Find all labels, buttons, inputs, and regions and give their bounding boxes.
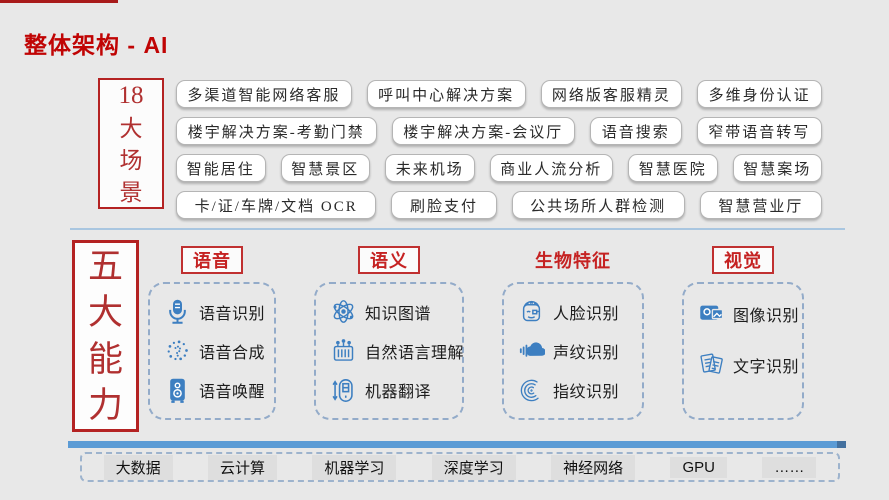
scenario-box: 刷脸支付 bbox=[391, 191, 497, 219]
capability-item-label: 人脸识别 bbox=[553, 305, 620, 323]
scenarios-label-char: 景 bbox=[119, 180, 143, 205]
scenario-box: 卡/证/车牌/文档 OCR bbox=[176, 191, 377, 219]
scenarios-label-char: 场 bbox=[119, 148, 143, 173]
scenario-row: 卡/证/车牌/文档 OCR 刷脸支付公共场所人群检测智慧营业厅 bbox=[176, 191, 823, 219]
capability-header: 视觉 bbox=[712, 246, 774, 274]
translate-icon bbox=[330, 377, 357, 404]
capability-item: 语音唤醒 bbox=[164, 377, 268, 404]
speech-synthesis-icon bbox=[164, 337, 191, 364]
platform-bar bbox=[68, 441, 846, 448]
face-icon bbox=[518, 298, 545, 325]
scenario-box: 未来机场 bbox=[385, 154, 475, 182]
tech-stack-item: 大数据 bbox=[103, 454, 173, 480]
scenario-box: 智慧景区 bbox=[280, 154, 370, 182]
top-red-strip bbox=[0, 0, 118, 3]
capability-group-box: 图像识别文字识别 bbox=[682, 282, 804, 420]
scenario-box: 窄带语音转写 bbox=[696, 117, 823, 145]
scenario-grid: 多渠道智能网络客服呼叫中心解决方案网络版客服精灵多维身份认证楼宇解决方案-考勤门… bbox=[176, 80, 823, 219]
capability-item-label: 文字识别 bbox=[733, 358, 800, 376]
platform-bar-end-cap bbox=[837, 441, 846, 448]
capability-item: 声纹识别 bbox=[518, 337, 636, 364]
capability-item-label: 声纹识别 bbox=[553, 344, 620, 362]
scenario-row: 多渠道智能网络客服呼叫中心解决方案网络版客服精灵多维身份认证 bbox=[176, 80, 822, 108]
voiceprint-icon bbox=[518, 337, 545, 364]
capability-column: 生物特征人脸识别声纹识别指纹识别 bbox=[502, 246, 644, 420]
ocr-document-icon bbox=[698, 351, 725, 378]
capability-header: 语音 bbox=[181, 246, 243, 274]
fingerprint-icon bbox=[518, 377, 545, 404]
capability-group-box: 语音识别语音合成语音唤醒 bbox=[148, 282, 276, 420]
capabilities-label-char: 大 bbox=[87, 293, 123, 333]
capability-group-box: 人脸识别声纹识别指纹识别 bbox=[502, 282, 644, 420]
tech-stack-box: 大数据 云计算 机器学习 深度学习 神经网络 GPU …… bbox=[80, 452, 840, 482]
capabilities-label-box: 五大能力 bbox=[72, 240, 139, 432]
section-divider bbox=[70, 228, 845, 230]
image-recognition-icon bbox=[698, 300, 725, 327]
scenario-box: 智慧医院 bbox=[628, 154, 718, 182]
scenarios-count: 18 bbox=[118, 82, 144, 109]
scenario-row: 智能居住智慧景区未来机场商业人流分析智慧医院智慧案场 bbox=[176, 154, 822, 182]
capability-item: 语音识别 bbox=[164, 298, 268, 325]
capability-item: 机器翻译 bbox=[330, 377, 456, 404]
tech-stack-item: …… bbox=[762, 456, 817, 478]
capability-item-label: 指纹识别 bbox=[553, 384, 620, 402]
capability-item: 指纹识别 bbox=[518, 377, 636, 404]
scenario-box: 多维身份认证 bbox=[697, 80, 822, 108]
page-title: 整体架构 - AI bbox=[24, 32, 169, 58]
scenario-box: 多渠道智能网络客服 bbox=[176, 80, 352, 108]
capability-column: 视觉图像识别文字识别 bbox=[682, 246, 804, 420]
capability-column: 语音语音识别语音合成语音唤醒 bbox=[148, 246, 276, 420]
capability-item: 图像识别 bbox=[698, 300, 800, 327]
scenario-box: 呼叫中心解决方案 bbox=[366, 80, 526, 108]
capability-item-label: 知识图谱 bbox=[365, 305, 432, 323]
atom-icon bbox=[330, 298, 357, 325]
capability-item-label: 语音合成 bbox=[199, 344, 266, 362]
capabilities-section: 语音语音识别语音合成语音唤醒语义知识图谱自然语言理解机器翻译生物特征人脸识别声纹… bbox=[148, 246, 804, 420]
speaker-icon bbox=[164, 377, 191, 404]
scenario-box: 语音搜索 bbox=[590, 117, 682, 145]
capability-item-label: 机器翻译 bbox=[365, 384, 432, 402]
tech-stack-item: 机器学习 bbox=[312, 454, 397, 480]
capability-item-label: 图像识别 bbox=[733, 307, 800, 325]
tech-stack-item: 云计算 bbox=[208, 454, 278, 480]
capability-item: 人脸识别 bbox=[518, 298, 636, 325]
tech-stack-item: 神经网络 bbox=[551, 454, 636, 480]
scenario-box: 智慧案场 bbox=[732, 154, 822, 182]
capability-group-box: 知识图谱自然语言理解机器翻译 bbox=[314, 282, 464, 420]
scenario-box: 网络版客服精灵 bbox=[540, 80, 683, 108]
scenarios-label-box: 18 大场景 bbox=[98, 78, 164, 209]
capability-header: 语义 bbox=[358, 246, 420, 274]
scenarios-label-char: 大 bbox=[119, 116, 143, 141]
scenario-row: 楼宇解决方案-考勤门禁楼宇解决方案-会议厅语音搜索窄带语音转写 bbox=[176, 117, 823, 145]
capability-column: 语义知识图谱自然语言理解机器翻译 bbox=[314, 246, 464, 420]
capability-item: 文字识别 bbox=[698, 351, 800, 378]
microphone-icon bbox=[164, 298, 191, 325]
capabilities-label-char: 能 bbox=[87, 339, 123, 379]
capability-item-label: 语音识别 bbox=[199, 305, 266, 323]
scenario-box: 智能居住 bbox=[176, 154, 266, 182]
tech-stack-item: GPU bbox=[670, 456, 727, 478]
capabilities-label-char: 力 bbox=[87, 386, 123, 426]
scenarios-section: 18 大场景 多渠道智能网络客服呼叫中心解决方案网络版客服精灵多维身份认证楼宇解… bbox=[98, 78, 823, 219]
capability-item-label: 语音唤醒 bbox=[199, 384, 266, 402]
capability-header: 生物特征 bbox=[535, 251, 611, 271]
capabilities-label-char: 五 bbox=[87, 246, 123, 286]
scenario-box: 楼宇解决方案-会议厅 bbox=[391, 117, 575, 145]
capability-item-label: 自然语言理解 bbox=[365, 344, 465, 362]
scenario-box: 公共场所人群检测 bbox=[511, 191, 685, 219]
capability-item: 语音合成 bbox=[164, 337, 268, 364]
scenario-box: 商业人流分析 bbox=[489, 154, 613, 182]
scenario-box: 楼宇解决方案-考勤门禁 bbox=[176, 117, 377, 145]
capability-item: 知识图谱 bbox=[330, 298, 456, 325]
scenario-box: 智慧营业厅 bbox=[699, 191, 823, 219]
capability-item: 自然语言理解 bbox=[330, 337, 464, 364]
nlu-machine-icon bbox=[330, 337, 357, 364]
tech-stack-item: 深度学习 bbox=[431, 454, 516, 480]
